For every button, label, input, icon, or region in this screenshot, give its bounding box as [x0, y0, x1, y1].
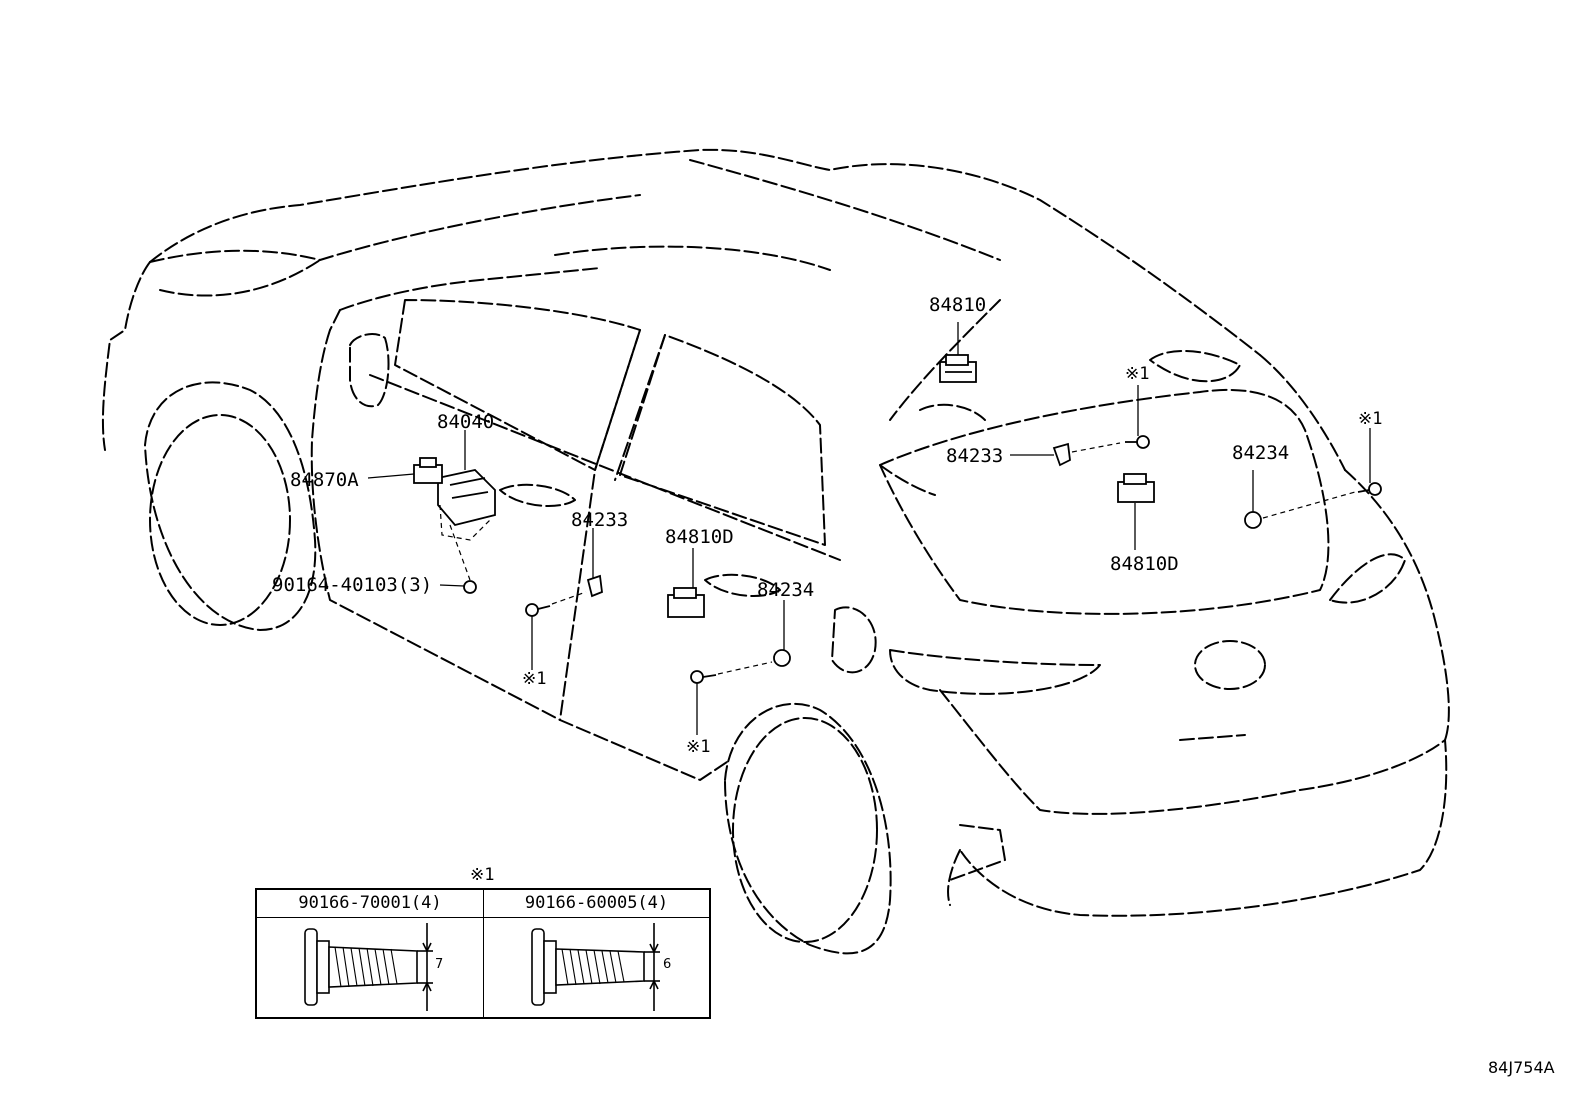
part-84040-master-switch-icon [437, 469, 496, 527]
rear-hatch-glass [879, 388, 1330, 615]
label-84870a[interactable]: 84870A [290, 469, 359, 491]
note-table: ※1 [470, 865, 495, 885]
note-front-door-screw: ※1 [522, 669, 547, 689]
table-header-col2[interactable]: 90166-60005(4) [484, 890, 709, 918]
note-rear-screw-b: ※1 [1358, 409, 1383, 429]
side-mirror [349, 333, 390, 408]
screw-7-illustration [304, 923, 433, 1011]
rear-door-window [619, 334, 826, 546]
part-84234-side-clip-icon [773, 649, 791, 667]
leader-84870a [367, 473, 415, 479]
rear-bumper [939, 689, 1448, 917]
label-84810[interactable]: 84810 [929, 294, 987, 316]
dimension-col2: 6 [663, 957, 672, 972]
screw-6-illustration [531, 923, 660, 1011]
screw-rear-door-icon [690, 670, 717, 684]
front-wheel [149, 414, 291, 626]
part-84234-rear-clip-icon [1244, 511, 1262, 529]
rear-door-handle [704, 573, 781, 597]
table-header-col1[interactable]: 90166-70001(4) [257, 890, 483, 918]
label-84234-side[interactable]: 84234 [757, 579, 815, 601]
part-84810d-rear-switch-icon [1117, 473, 1155, 503]
label-90164-screw[interactable]: 90164-40103(3) [272, 574, 433, 596]
windshield-outline [339, 267, 601, 311]
car-front-hood [149, 194, 641, 263]
part-84810-switch-icon [939, 354, 977, 383]
diagram-code: 84J754A [1488, 1058, 1555, 1077]
front-wheel-arch [144, 381, 317, 631]
part-84233-front-connector-icon [586, 574, 603, 598]
part-84810d-side-switch-icon [667, 587, 705, 618]
screw-rear-a-icon [1125, 435, 1150, 449]
label-84810d-side[interactable]: 84810D [665, 526, 734, 548]
label-84234-rear[interactable]: 84234 [1232, 442, 1290, 464]
dimension-col1: 7 [435, 957, 444, 972]
note-rear-screw-a: ※1 [1125, 364, 1150, 384]
leader-90164 [439, 584, 465, 587]
screw-spec-table: 90166-70001(4) 90166-60005(4) 7 [255, 888, 711, 1019]
label-84233-rear[interactable]: 84233 [946, 445, 1004, 467]
screw-rear-b-icon [1357, 482, 1382, 496]
car-roof-outline [149, 148, 1261, 356]
front-door-handle [499, 483, 576, 507]
label-84810d-rear[interactable]: 84810D [1110, 553, 1179, 575]
table-divider [483, 890, 484, 1017]
screw-front-door-icon [525, 603, 551, 617]
screw-90164-icon [463, 580, 477, 594]
label-84040[interactable]: 84040 [437, 411, 495, 433]
note-rear-door-screw: ※1 [686, 737, 711, 757]
body-side-outline [310, 329, 731, 781]
part-84870a-switch-icon [413, 457, 443, 484]
tail-light-left [889, 649, 1101, 695]
rear-emblem [1194, 640, 1266, 690]
rear-wheel-arch [724, 702, 892, 955]
rear-wheel [732, 717, 878, 943]
part-84233-rear-connector-icon [1052, 442, 1071, 467]
fuel-door [831, 606, 877, 674]
tail-light-right [1329, 553, 1406, 604]
label-84233-front[interactable]: 84233 [571, 509, 629, 531]
